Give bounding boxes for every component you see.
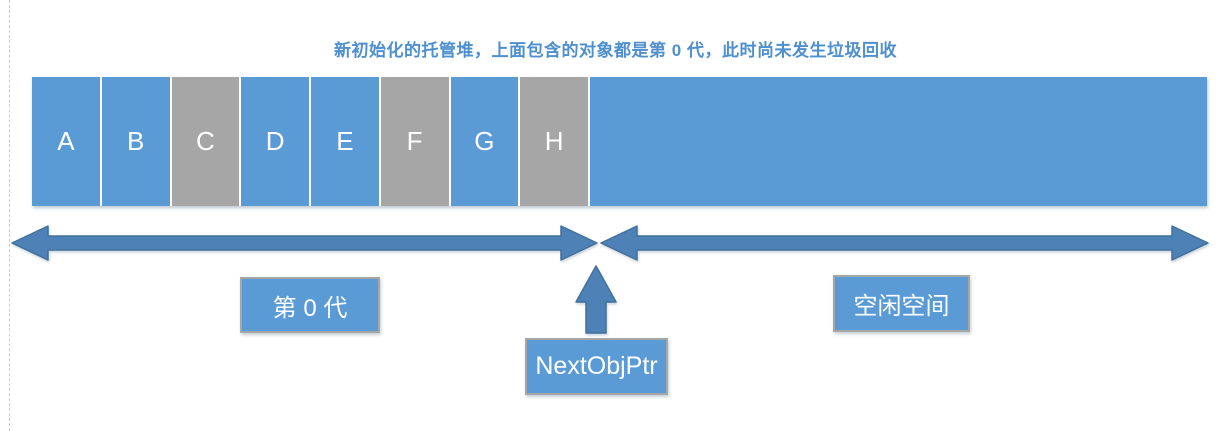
heap-segment-label: B (126, 126, 145, 156)
heap-segment-label: E (336, 126, 354, 156)
free-space-label-box: 空闲空间 (833, 275, 970, 332)
free-space-extent-arrow (600, 225, 1209, 261)
heap-segment-label: H (544, 126, 564, 156)
next-obj-ptr-label-box: NextObjPtr (525, 338, 668, 395)
heap-segment: G (450, 77, 521, 206)
generation0-label-box: 第 0 代 (240, 277, 380, 333)
heap-segment-label: C (195, 126, 215, 156)
heap-segment-label: F (406, 126, 423, 156)
heap-segment-label: G (474, 126, 495, 156)
heap-segment: E (311, 77, 381, 206)
heap-segment-label: A (57, 126, 75, 156)
heap-segment: C (171, 77, 242, 206)
heap-segment: H (520, 77, 590, 206)
heap-segment: D (241, 77, 311, 206)
heap-segment: A (32, 77, 102, 206)
left-dashed-guide-line (9, 0, 10, 431)
next-obj-ptr-arrow (575, 265, 617, 334)
gen0-extent-arrow (11, 225, 598, 261)
diagram-title: 新初始化的托管堆，上面包含的对象都是第 0 代，此时尚未发生垃圾回收 (334, 41, 897, 60)
heap-segment-label: D (265, 126, 285, 156)
heap-segment: B (101, 77, 172, 206)
heap-free-space-region (590, 77, 1207, 206)
heap-segment: F (380, 77, 451, 206)
managed-heap-bar: A B C D E F G H (32, 77, 1207, 206)
